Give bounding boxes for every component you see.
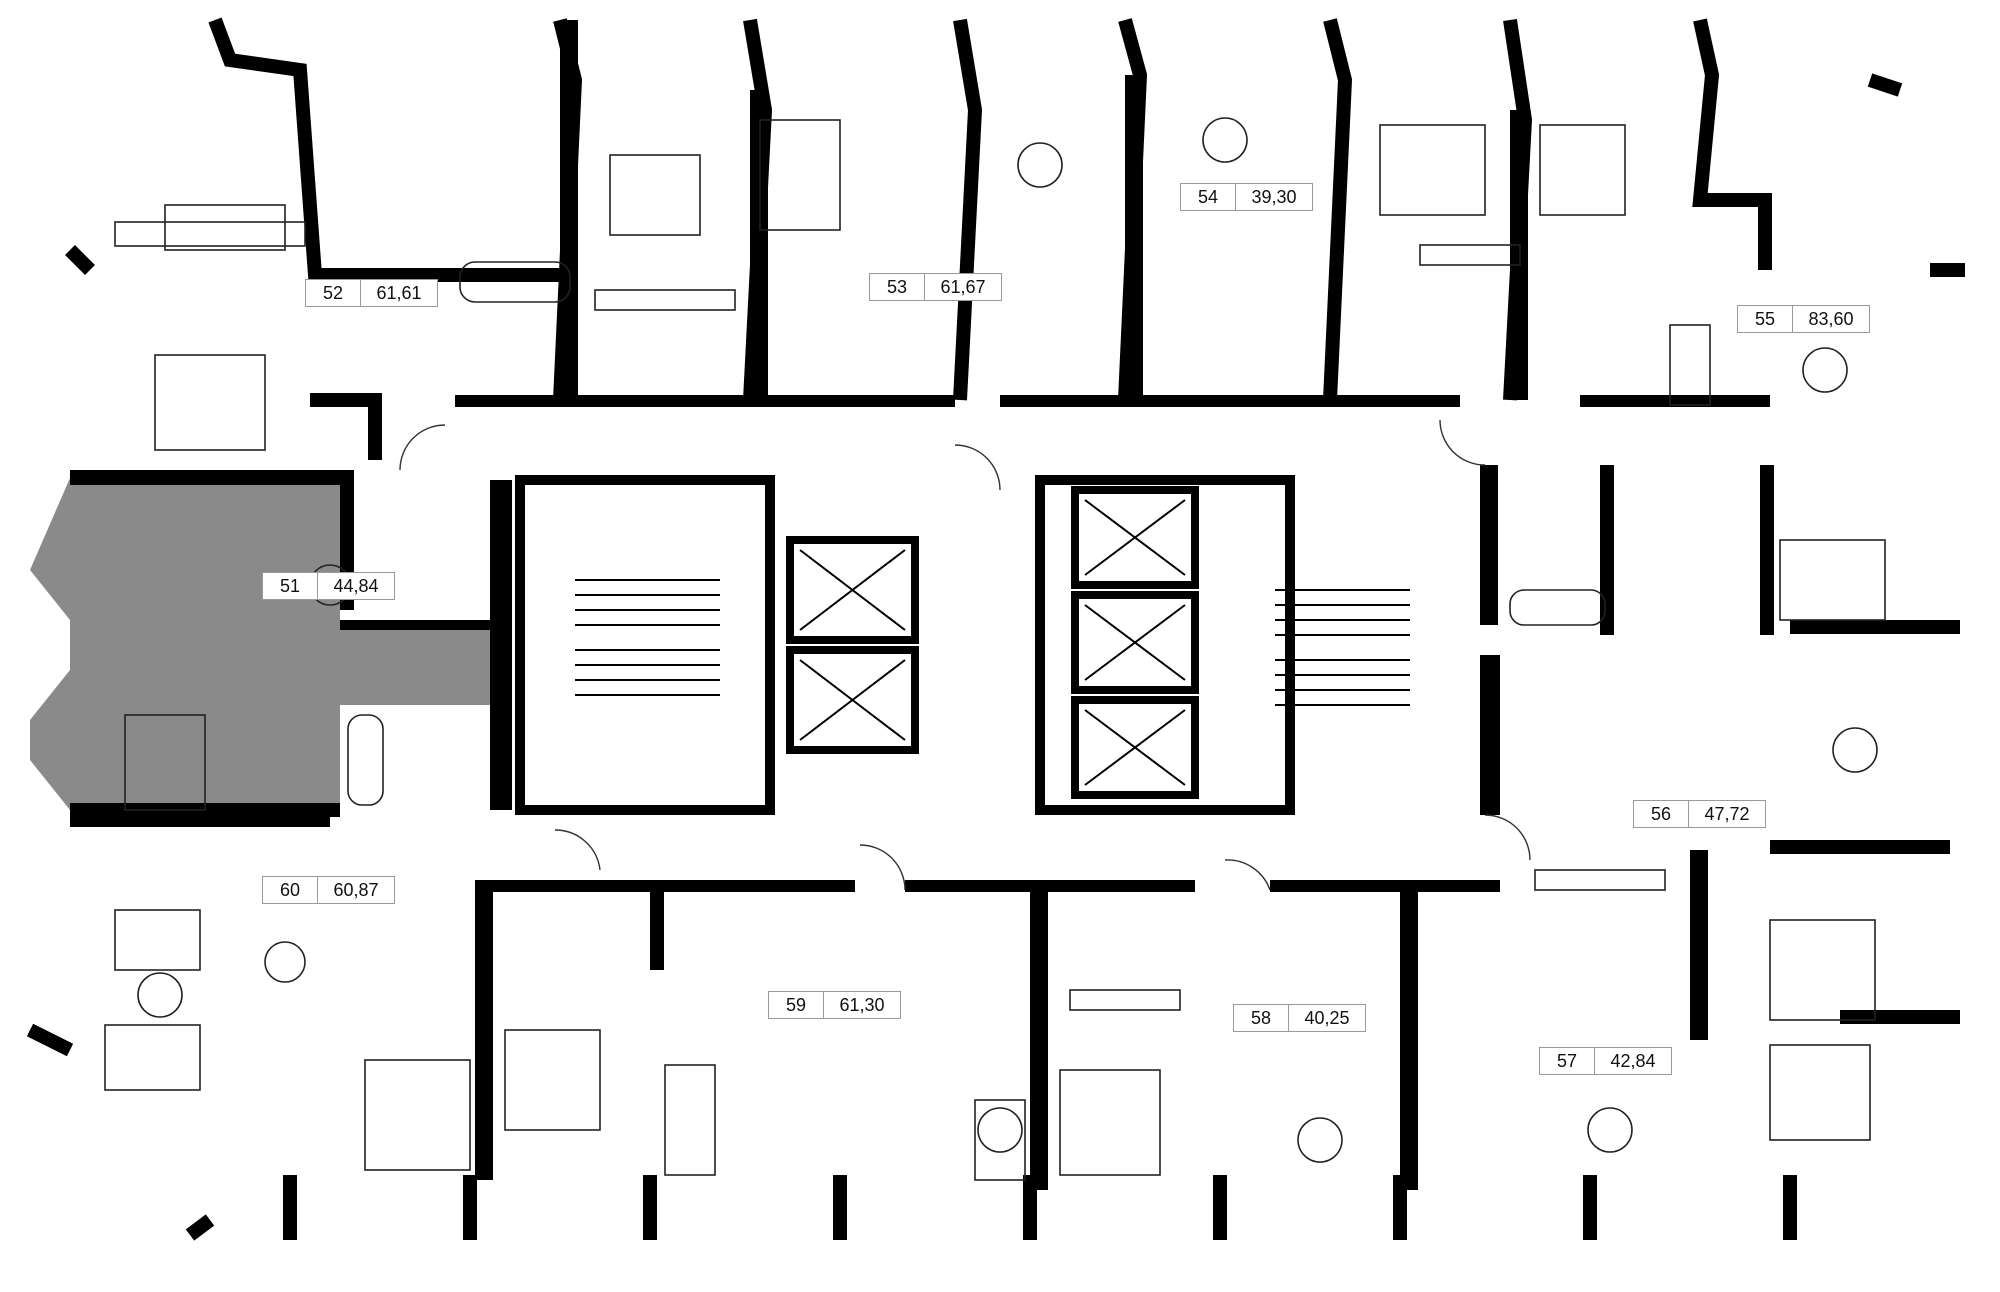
apartment-label-60[interactable]: 60 60,87: [262, 876, 395, 904]
apartment-number: 54: [1181, 184, 1236, 210]
sofa-icon: [104, 1024, 201, 1091]
apartment-area: 44,84: [333, 576, 379, 596]
apartment-area: 61,67: [940, 277, 986, 297]
apartment-number: 55: [1738, 306, 1793, 332]
bathtub-icon: [347, 714, 384, 806]
apartment-number: 59: [769, 992, 824, 1018]
table-icon: [137, 972, 183, 1018]
bed-icon: [1779, 539, 1886, 621]
table-icon: [977, 1107, 1023, 1153]
table-icon: [1669, 324, 1711, 406]
apartment-number: 53: [870, 274, 925, 300]
bed-icon: [1769, 919, 1876, 1021]
table-icon: [1587, 1107, 1633, 1153]
wardrobe-icon: [594, 289, 736, 311]
apartment-label-53[interactable]: 53 61,67: [869, 273, 1002, 301]
apartment-label-58[interactable]: 58 40,25: [1233, 1004, 1366, 1032]
furniture: [104, 117, 1886, 1181]
apartment-area: 61,61: [376, 283, 422, 303]
bed-icon: [124, 714, 206, 811]
bed-icon: [1539, 124, 1626, 216]
elevator-icon: [786, 486, 1199, 799]
wardrobe-icon: [1069, 989, 1181, 1011]
table-icon: [264, 941, 306, 983]
internal-walls[interactable]: [70, 20, 1960, 1190]
table-icon: [1832, 727, 1878, 773]
apartment-area: 39,30: [1251, 187, 1297, 207]
table-icon: [1202, 117, 1248, 163]
apartment-number: 56: [1634, 801, 1689, 827]
apartment-label-52[interactable]: 52 61,61: [305, 279, 438, 307]
apartment-area: 83,60: [1808, 309, 1854, 329]
apartment-label-51[interactable]: 51 44,84: [262, 572, 395, 600]
wardrobe-icon: [1534, 869, 1666, 891]
apartment-number: 58: [1234, 1005, 1289, 1031]
apartment-label-54[interactable]: 54 39,30: [1180, 183, 1313, 211]
bed-icon: [364, 1059, 471, 1171]
stair-icon: [515, 475, 1410, 815]
apartment-number: 51: [263, 573, 318, 599]
table-icon: [1297, 1117, 1343, 1163]
apartment-area: 47,72: [1704, 804, 1750, 824]
bed-icon: [154, 354, 266, 451]
doors[interactable]: [399, 419, 1531, 891]
table-icon: [1802, 347, 1848, 393]
wardrobe-icon: [114, 221, 306, 247]
table-icon: [1017, 142, 1063, 188]
apartment-label-56[interactable]: 56 47,72: [1633, 800, 1766, 828]
apartment-area: 61,30: [839, 995, 885, 1015]
bathtub-icon: [1509, 589, 1606, 626]
bathtub-icon: [459, 261, 571, 303]
apartment-label-55[interactable]: 55 83,60: [1737, 305, 1870, 333]
apartment-label-57[interactable]: 57 42,84: [1539, 1047, 1672, 1075]
apartment-area: 60,87: [333, 880, 379, 900]
apartment-area: 40,25: [1304, 1008, 1350, 1028]
sofa-icon: [759, 119, 841, 231]
bed-icon: [1769, 1044, 1871, 1141]
sofa-icon: [974, 1099, 1026, 1181]
apartment-number: 57: [1540, 1048, 1595, 1074]
sofa-icon: [664, 1064, 716, 1176]
bed-icon: [1379, 124, 1486, 216]
apartment-label-59[interactable]: 59 61,30: [768, 991, 901, 1019]
bed-icon: [609, 154, 701, 236]
bed-icon: [1059, 1069, 1161, 1176]
bed-icon: [504, 1029, 601, 1131]
sofa-icon: [164, 204, 286, 251]
sofa-icon: [114, 909, 201, 971]
apartment-51-highlight[interactable]: [30, 478, 490, 810]
apartment-area: 42,84: [1610, 1051, 1656, 1071]
apartment-number: 52: [306, 280, 361, 306]
wardrobe-icon: [1419, 244, 1521, 266]
apartment-number: 60: [263, 877, 318, 903]
